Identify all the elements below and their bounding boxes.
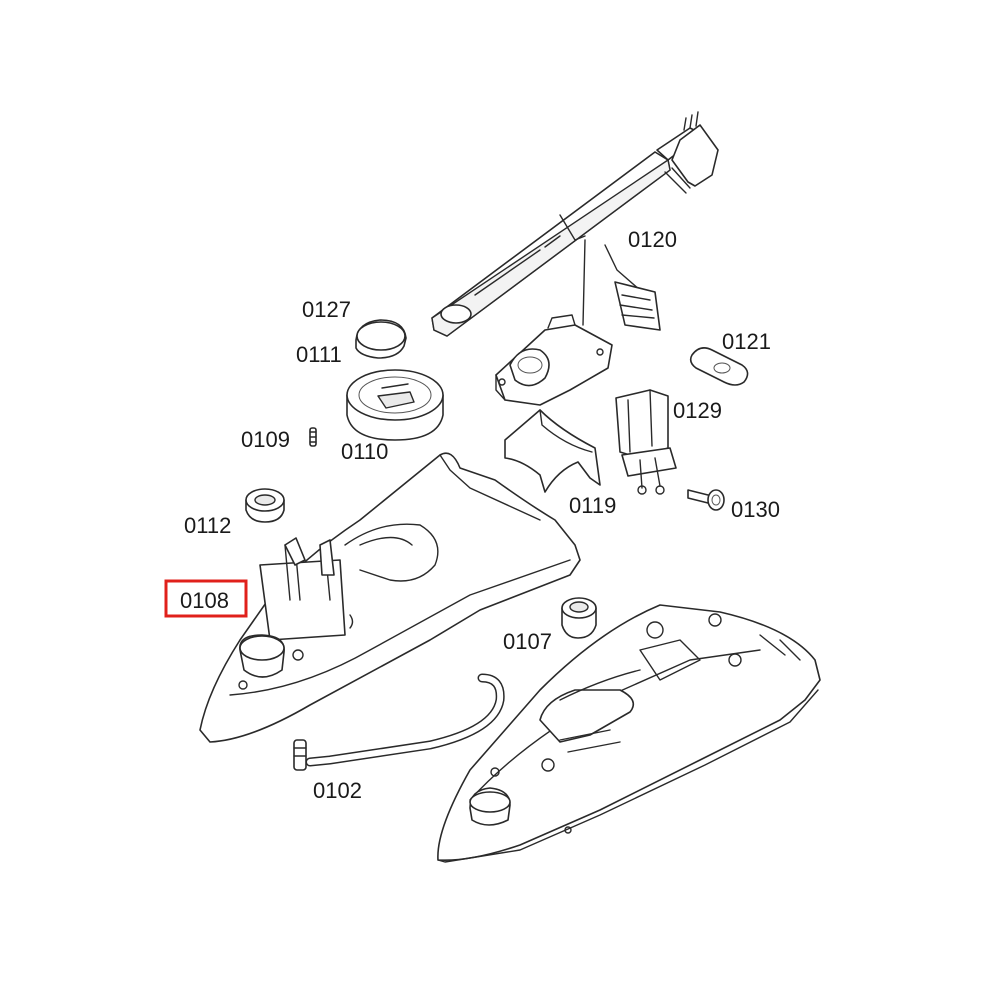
label-0108: 0108 (180, 588, 229, 613)
label-0109: 0109 (241, 427, 290, 452)
label-0130: 0130 (731, 497, 780, 522)
label-0111: 0111 (296, 342, 342, 367)
part-0119-panel (504, 409, 601, 493)
label-0129: 0129 (673, 398, 722, 423)
label-0107: 0107 (503, 629, 552, 654)
label-0102: 0102 (313, 778, 362, 803)
part-0120-holder (495, 314, 613, 406)
part-0108-iron-housing (199, 452, 581, 743)
label-0120: 0120 (628, 227, 677, 252)
part-0110-dial (346, 369, 444, 441)
label-0112: 0112 (184, 513, 231, 538)
label-0110: 0110 (341, 439, 388, 464)
part-0121-button (689, 347, 749, 386)
part-soleplate-base (437, 604, 821, 863)
part-0112-ring (245, 488, 285, 523)
label-0121: 0121 (722, 329, 771, 354)
part-0109-pin (309, 427, 317, 447)
part-0130-screw (687, 489, 725, 511)
part-0102-hose (293, 673, 505, 771)
part-0107-cap (561, 597, 597, 639)
highlight-box-0108 (164, 579, 248, 618)
part-0120-control-board (431, 111, 719, 337)
part-0127-cap (355, 319, 407, 359)
part-0129-pump (615, 389, 677, 495)
label-0127: 0127 (302, 297, 351, 322)
label-0119: 0119 (569, 493, 616, 518)
